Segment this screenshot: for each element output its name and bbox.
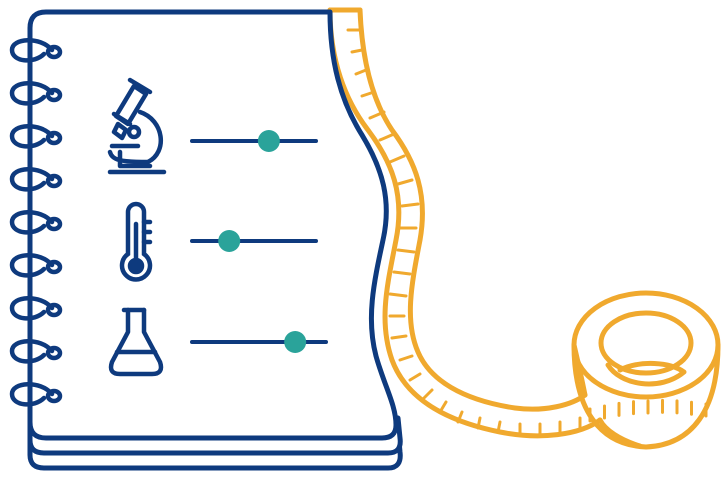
tape-tick bbox=[422, 388, 434, 400]
tape-tick bbox=[392, 270, 412, 276]
tape-edge-right bbox=[357, 7, 588, 412]
slider-thermometer[interactable] bbox=[190, 230, 318, 252]
spiral-hole bbox=[45, 44, 63, 60]
spiral-hole bbox=[45, 259, 63, 275]
tape-tick bbox=[354, 68, 368, 76]
tape-ticks bbox=[346, 28, 708, 436]
tape-edge-left bbox=[327, 7, 603, 439]
tape-tick bbox=[368, 110, 386, 120]
tape-tick bbox=[388, 154, 406, 164]
tape-tick bbox=[396, 248, 416, 254]
spiral-hole bbox=[45, 388, 63, 404]
tape-tick bbox=[378, 132, 396, 142]
spiral-ring bbox=[9, 253, 55, 278]
microscope-icon bbox=[107, 77, 167, 175]
tape-tick bbox=[350, 48, 364, 54]
spiral-ring bbox=[9, 296, 55, 321]
slider-microscope[interactable] bbox=[190, 130, 318, 152]
tape-tick bbox=[438, 400, 448, 414]
spiral-ring bbox=[9, 81, 55, 106]
slider-flask[interactable] bbox=[190, 331, 328, 353]
tape-tick bbox=[388, 292, 408, 298]
spiral-hole bbox=[45, 87, 63, 103]
tape-tick bbox=[400, 202, 420, 208]
spiral-ring bbox=[9, 167, 55, 192]
spiral-ring bbox=[9, 210, 55, 235]
flask-icon bbox=[108, 307, 164, 377]
spiral-binding-icon bbox=[9, 38, 63, 407]
tape-coil-inner bbox=[598, 310, 694, 376]
tape-coil-body bbox=[571, 342, 721, 450]
tape-tick bbox=[476, 416, 482, 430]
tape-coil-inner-fold bbox=[605, 360, 687, 387]
tape-tick bbox=[456, 410, 464, 424]
spiral-hole bbox=[45, 345, 63, 361]
tape-tick bbox=[496, 420, 502, 434]
tape-tick bbox=[390, 334, 408, 340]
spiral-hole bbox=[45, 173, 63, 189]
spiral-hole bbox=[45, 302, 63, 318]
tape-coil-join-lower bbox=[597, 417, 643, 449]
spiral-ring bbox=[9, 124, 55, 149]
spiral-hole bbox=[45, 216, 63, 232]
tape-coil-outer bbox=[571, 290, 721, 400]
slider-knob[interactable] bbox=[257, 130, 280, 152]
tape-tick bbox=[398, 354, 414, 362]
spiral-ring bbox=[9, 339, 55, 364]
slider-knob[interactable] bbox=[218, 230, 241, 252]
tape-tick bbox=[408, 372, 422, 382]
tape-tick bbox=[360, 90, 376, 98]
spiral-ring bbox=[9, 382, 55, 407]
thermometer-icon bbox=[119, 201, 153, 282]
slider-knob[interactable] bbox=[284, 331, 307, 353]
tape-tick bbox=[396, 178, 414, 186]
spiral-hole bbox=[45, 130, 63, 146]
spiral-ring bbox=[9, 38, 55, 63]
tape-coil-join bbox=[571, 342, 588, 398]
measuring-tape-icon bbox=[327, 7, 721, 450]
